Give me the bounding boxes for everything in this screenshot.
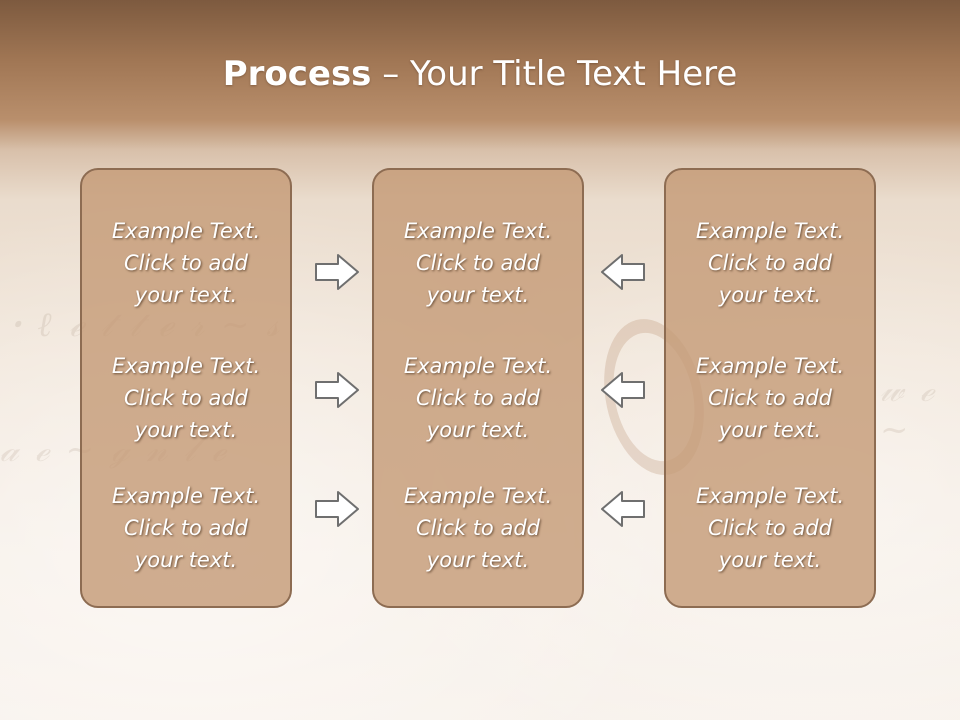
text-line: Click to add bbox=[123, 251, 248, 275]
text-block[interactable]: Example Text. Click to add your text. bbox=[666, 215, 874, 311]
text-line: Example Text. bbox=[403, 219, 553, 243]
text-line: your text. bbox=[134, 283, 238, 307]
text-line: your text. bbox=[134, 548, 238, 572]
process-box-left[interactable]: Example Text. Click to add your text. Ex… bbox=[80, 168, 292, 608]
text-line: your text. bbox=[426, 283, 530, 307]
text-line: Example Text. bbox=[695, 219, 845, 243]
text-line: your text. bbox=[426, 418, 530, 442]
text-line: Click to add bbox=[123, 516, 248, 540]
arrow-right-icon[interactable] bbox=[314, 252, 362, 292]
background-script-texture: 𝓌 ℯ ~ bbox=[880, 370, 937, 450]
arrow-left-icon[interactable] bbox=[598, 252, 646, 292]
text-block[interactable]: Example Text. Click to add your text. bbox=[666, 480, 874, 576]
arrow-right-icon[interactable] bbox=[314, 370, 362, 410]
text-line: Example Text. bbox=[403, 354, 553, 378]
slide-title[interactable]: Process – Your Title Text Here bbox=[0, 52, 960, 96]
text-line: Example Text. bbox=[111, 484, 261, 508]
arrow-left-icon[interactable] bbox=[598, 370, 646, 410]
arrow-left-icon[interactable] bbox=[598, 489, 646, 529]
process-box-right[interactable]: Example Text. Click to add your text. Ex… bbox=[664, 168, 876, 608]
text-line: Click to add bbox=[707, 386, 832, 410]
text-line: your text. bbox=[134, 418, 238, 442]
text-block[interactable]: Example Text. Click to add your text. bbox=[666, 350, 874, 446]
text-block[interactable]: Example Text. Click to add your text. bbox=[374, 215, 582, 311]
text-line: Click to add bbox=[415, 251, 540, 275]
text-block[interactable]: Example Text. Click to add your text. bbox=[82, 480, 290, 576]
text-line: Example Text. bbox=[695, 484, 845, 508]
text-block[interactable]: Example Text. Click to add your text. bbox=[82, 350, 290, 446]
text-line: Click to add bbox=[707, 251, 832, 275]
process-box-center[interactable]: Example Text. Click to add your text. Ex… bbox=[372, 168, 584, 608]
text-line: Example Text. bbox=[695, 354, 845, 378]
title-bold: Process bbox=[222, 54, 372, 94]
text-line: Click to add bbox=[123, 386, 248, 410]
text-block[interactable]: Example Text. Click to add your text. bbox=[374, 480, 582, 576]
text-line: Click to add bbox=[707, 516, 832, 540]
text-line: your text. bbox=[426, 548, 530, 572]
text-line: Click to add bbox=[415, 386, 540, 410]
text-line: your text. bbox=[718, 418, 822, 442]
text-line: your text. bbox=[718, 548, 822, 572]
text-line: your text. bbox=[718, 283, 822, 307]
text-block[interactable]: Example Text. Click to add your text. bbox=[82, 215, 290, 311]
text-line: Example Text. bbox=[403, 484, 553, 508]
arrow-right-icon[interactable] bbox=[314, 489, 362, 529]
text-line: Example Text. bbox=[111, 354, 261, 378]
text-line: Click to add bbox=[415, 516, 540, 540]
text-block[interactable]: Example Text. Click to add your text. bbox=[374, 350, 582, 446]
text-line: Example Text. bbox=[111, 219, 261, 243]
title-rest: – Your Title Text Here bbox=[371, 54, 738, 94]
